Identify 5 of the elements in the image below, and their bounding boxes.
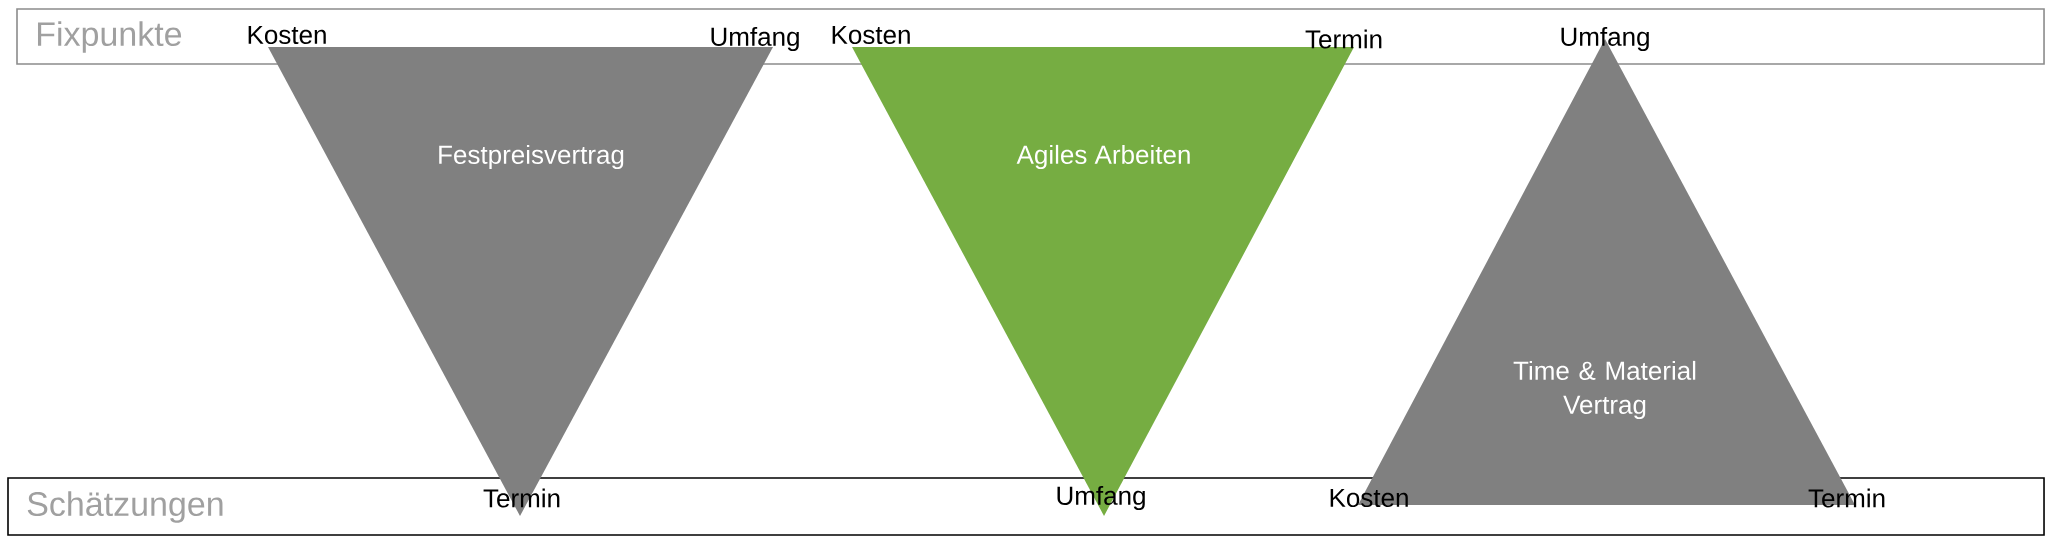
corner-label: Termin bbox=[483, 488, 560, 508]
corner-label: Kosten bbox=[832, 25, 910, 45]
corner-label: Umfang bbox=[1561, 26, 1649, 52]
corner-label: Termin bbox=[1305, 29, 1382, 49]
corner-label: Kosten bbox=[248, 25, 326, 45]
